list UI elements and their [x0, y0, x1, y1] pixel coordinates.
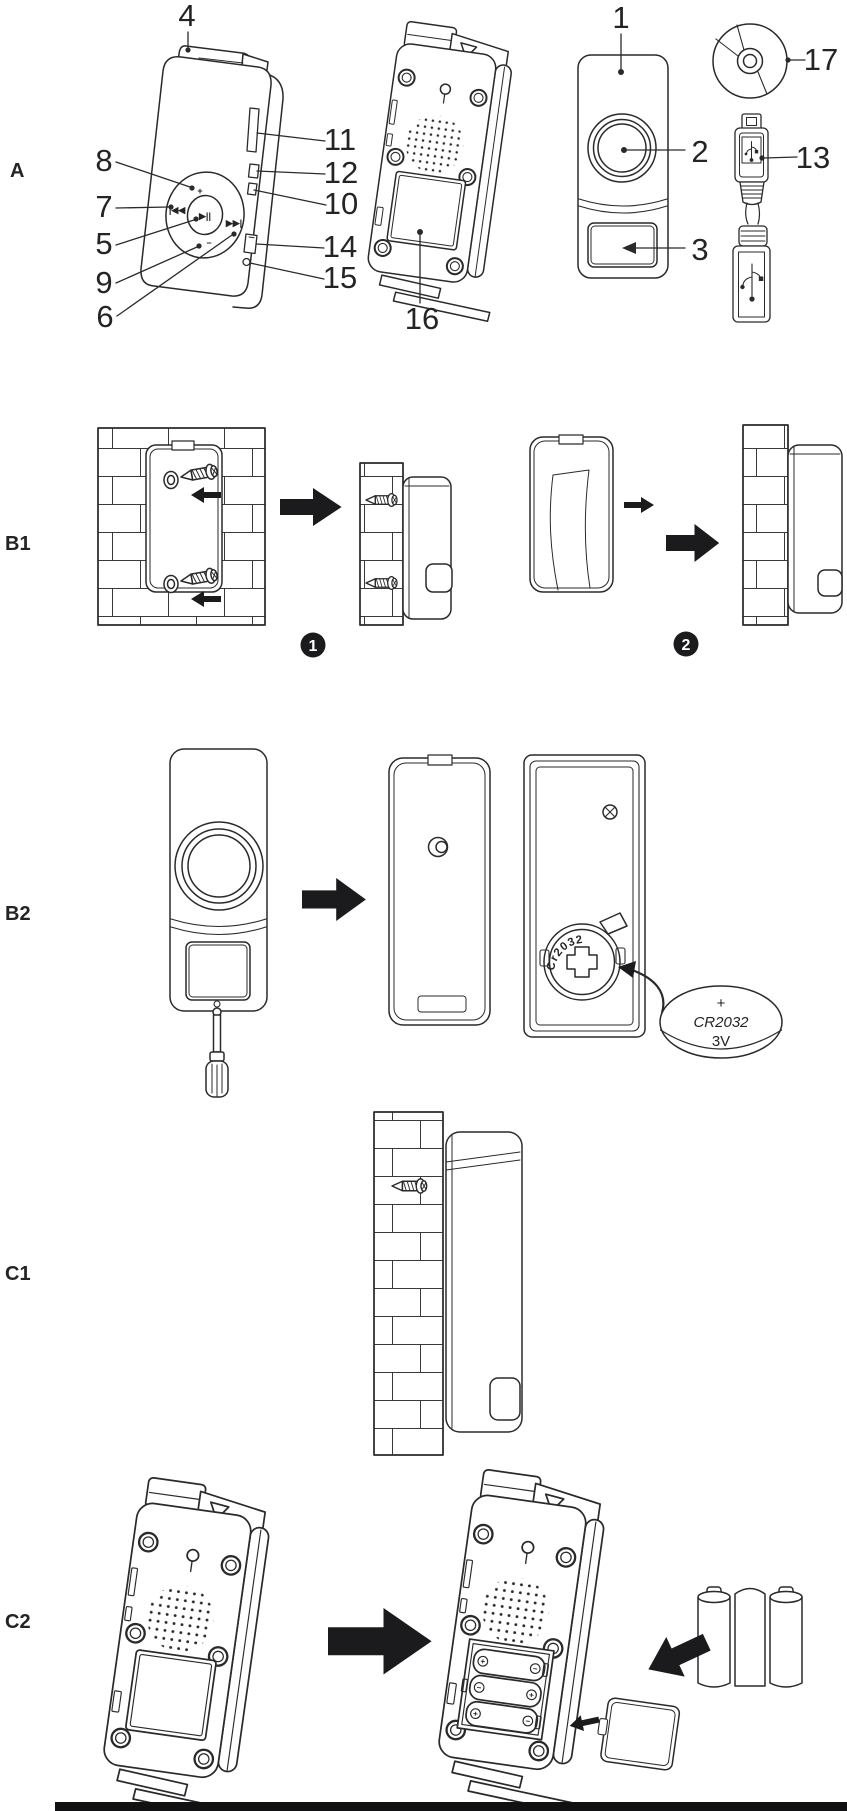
- small-arrow: [624, 497, 654, 513]
- usb-port: [243, 233, 258, 255]
- insert-arrow-tail: [630, 968, 665, 1015]
- usb-trident-icon: [740, 263, 764, 302]
- reset-hole: [242, 257, 251, 267]
- section-a-label: A: [10, 160, 24, 182]
- play-pause-icon: ▶||: [198, 211, 211, 221]
- section-b1: 1 2: [97, 424, 843, 658]
- section-a: + − |◀◀ ▶▶| ▶||: [95, 0, 838, 336]
- button-housing-inside: Cr2032: [523, 754, 665, 1038]
- usb-cable: [732, 113, 771, 323]
- aa-battery: [468, 1674, 542, 1708]
- battery-compartment-open: + − − + + −: [456, 1638, 555, 1741]
- volume-down-icon: −: [206, 238, 211, 248]
- previous-track-icon: |◀◀: [169, 205, 186, 215]
- callout-11: 11: [324, 122, 356, 157]
- receiver-side-profile: [402, 476, 452, 620]
- section-c2: + − − + + −: [95, 1467, 803, 1811]
- receiver-side-profile: [445, 1131, 523, 1433]
- polarity-mark: −: [476, 1683, 482, 1693]
- section-c2-label: C2: [5, 1611, 31, 1633]
- side-ports: [242, 107, 260, 267]
- cr2032-battery: + CR2032 3V: [659, 985, 783, 1059]
- aa-battery: [734, 1587, 766, 1687]
- next-step-arrow: [302, 878, 366, 921]
- callout-numbers: 1 2 3 4 5 6 7 8 9 10 11 12 13 14 15 16 1…: [95, 0, 838, 336]
- coin-cell-holder: Cr2032: [539, 912, 628, 1001]
- back-cover: [529, 436, 614, 593]
- polarity-mark: −: [525, 1717, 531, 1727]
- battery-door: [125, 1649, 217, 1742]
- polarity-mark: +: [472, 1709, 478, 1719]
- battery-polarity: +: [717, 995, 726, 1012]
- battery-door: [386, 170, 467, 251]
- svg-text:2: 2: [682, 637, 691, 654]
- button-10: [246, 182, 258, 196]
- callout-15: 15: [323, 260, 357, 295]
- aa-battery: [465, 1700, 539, 1734]
- bell-button: [587, 113, 657, 183]
- button-back-cover: [388, 754, 491, 1026]
- brick-wall-side: [359, 462, 404, 626]
- next-step-arrow: [666, 524, 720, 562]
- callout-13: 13: [796, 140, 830, 175]
- section-c1: [373, 1111, 523, 1456]
- step-1-badge: 1: [300, 632, 326, 658]
- pushbutton-front: [169, 748, 268, 1012]
- section-b1-label: B1: [5, 533, 31, 555]
- usb-trident-icon: [744, 141, 759, 162]
- aa-battery: [472, 1648, 546, 1682]
- callout-leaders: [115, 31, 806, 317]
- section-b2-label: B2: [5, 903, 31, 925]
- polarity-mark: +: [480, 1657, 486, 1667]
- next-step-arrow: [280, 488, 342, 526]
- receiver-back-open: + − − + + −: [430, 1467, 625, 1811]
- name-plate: [185, 941, 251, 1001]
- callout-9: 9: [95, 265, 112, 300]
- section-c1-label: C1: [5, 1263, 31, 1285]
- step-2-badge: 2: [673, 631, 699, 657]
- aa-battery-set: [697, 1586, 803, 1688]
- callout-16: 16: [405, 301, 439, 336]
- callout-7: 7: [95, 189, 112, 224]
- brick-wall: [373, 1111, 444, 1456]
- callout-4: 4: [178, 0, 195, 33]
- pushbutton-front-view: [577, 54, 669, 279]
- callout-14: 14: [323, 229, 357, 264]
- callout-6: 6: [96, 299, 113, 334]
- battery-voltage: 3V: [712, 1033, 730, 1050]
- volume-up-icon: +: [197, 186, 202, 196]
- callout-17: 17: [804, 42, 838, 77]
- callout-8: 8: [95, 143, 112, 178]
- callout-12: 12: [324, 155, 358, 190]
- polarity-mark: +: [529, 1690, 535, 1700]
- aa-battery: [769, 1586, 803, 1688]
- name-plate: [587, 222, 658, 268]
- brick-wall-side: [742, 424, 789, 626]
- callout-2: 2: [691, 134, 708, 169]
- battery-door-removed: [597, 1697, 681, 1771]
- section-b2: Cr2032 + CR2032 3V: [169, 748, 783, 1098]
- callout-5: 5: [95, 226, 112, 261]
- svg-text:1: 1: [309, 638, 318, 655]
- aa-battery: [697, 1586, 731, 1688]
- callout-10: 10: [324, 186, 358, 221]
- next-step-arrow: [328, 1608, 432, 1675]
- battery-model: CR2032: [693, 1014, 749, 1031]
- cd-rom: [712, 23, 788, 99]
- polarity-mark: −: [532, 1664, 538, 1674]
- port-12: [247, 163, 260, 179]
- receiver-back-view: [360, 19, 530, 323]
- insert-arrow-head: [618, 961, 636, 978]
- callout-1: 1: [612, 0, 629, 35]
- sd-card-slot: [246, 107, 260, 153]
- callout-3: 3: [691, 232, 708, 267]
- receiver-back-closed: [95, 1475, 290, 1811]
- page-edge-bar: [55, 1802, 847, 1811]
- fixing-screw: [602, 804, 618, 820]
- screwdriver: [205, 1007, 229, 1098]
- next-track-icon: ▶▶|: [225, 218, 242, 228]
- coin-cell-plus-icon: [566, 946, 598, 978]
